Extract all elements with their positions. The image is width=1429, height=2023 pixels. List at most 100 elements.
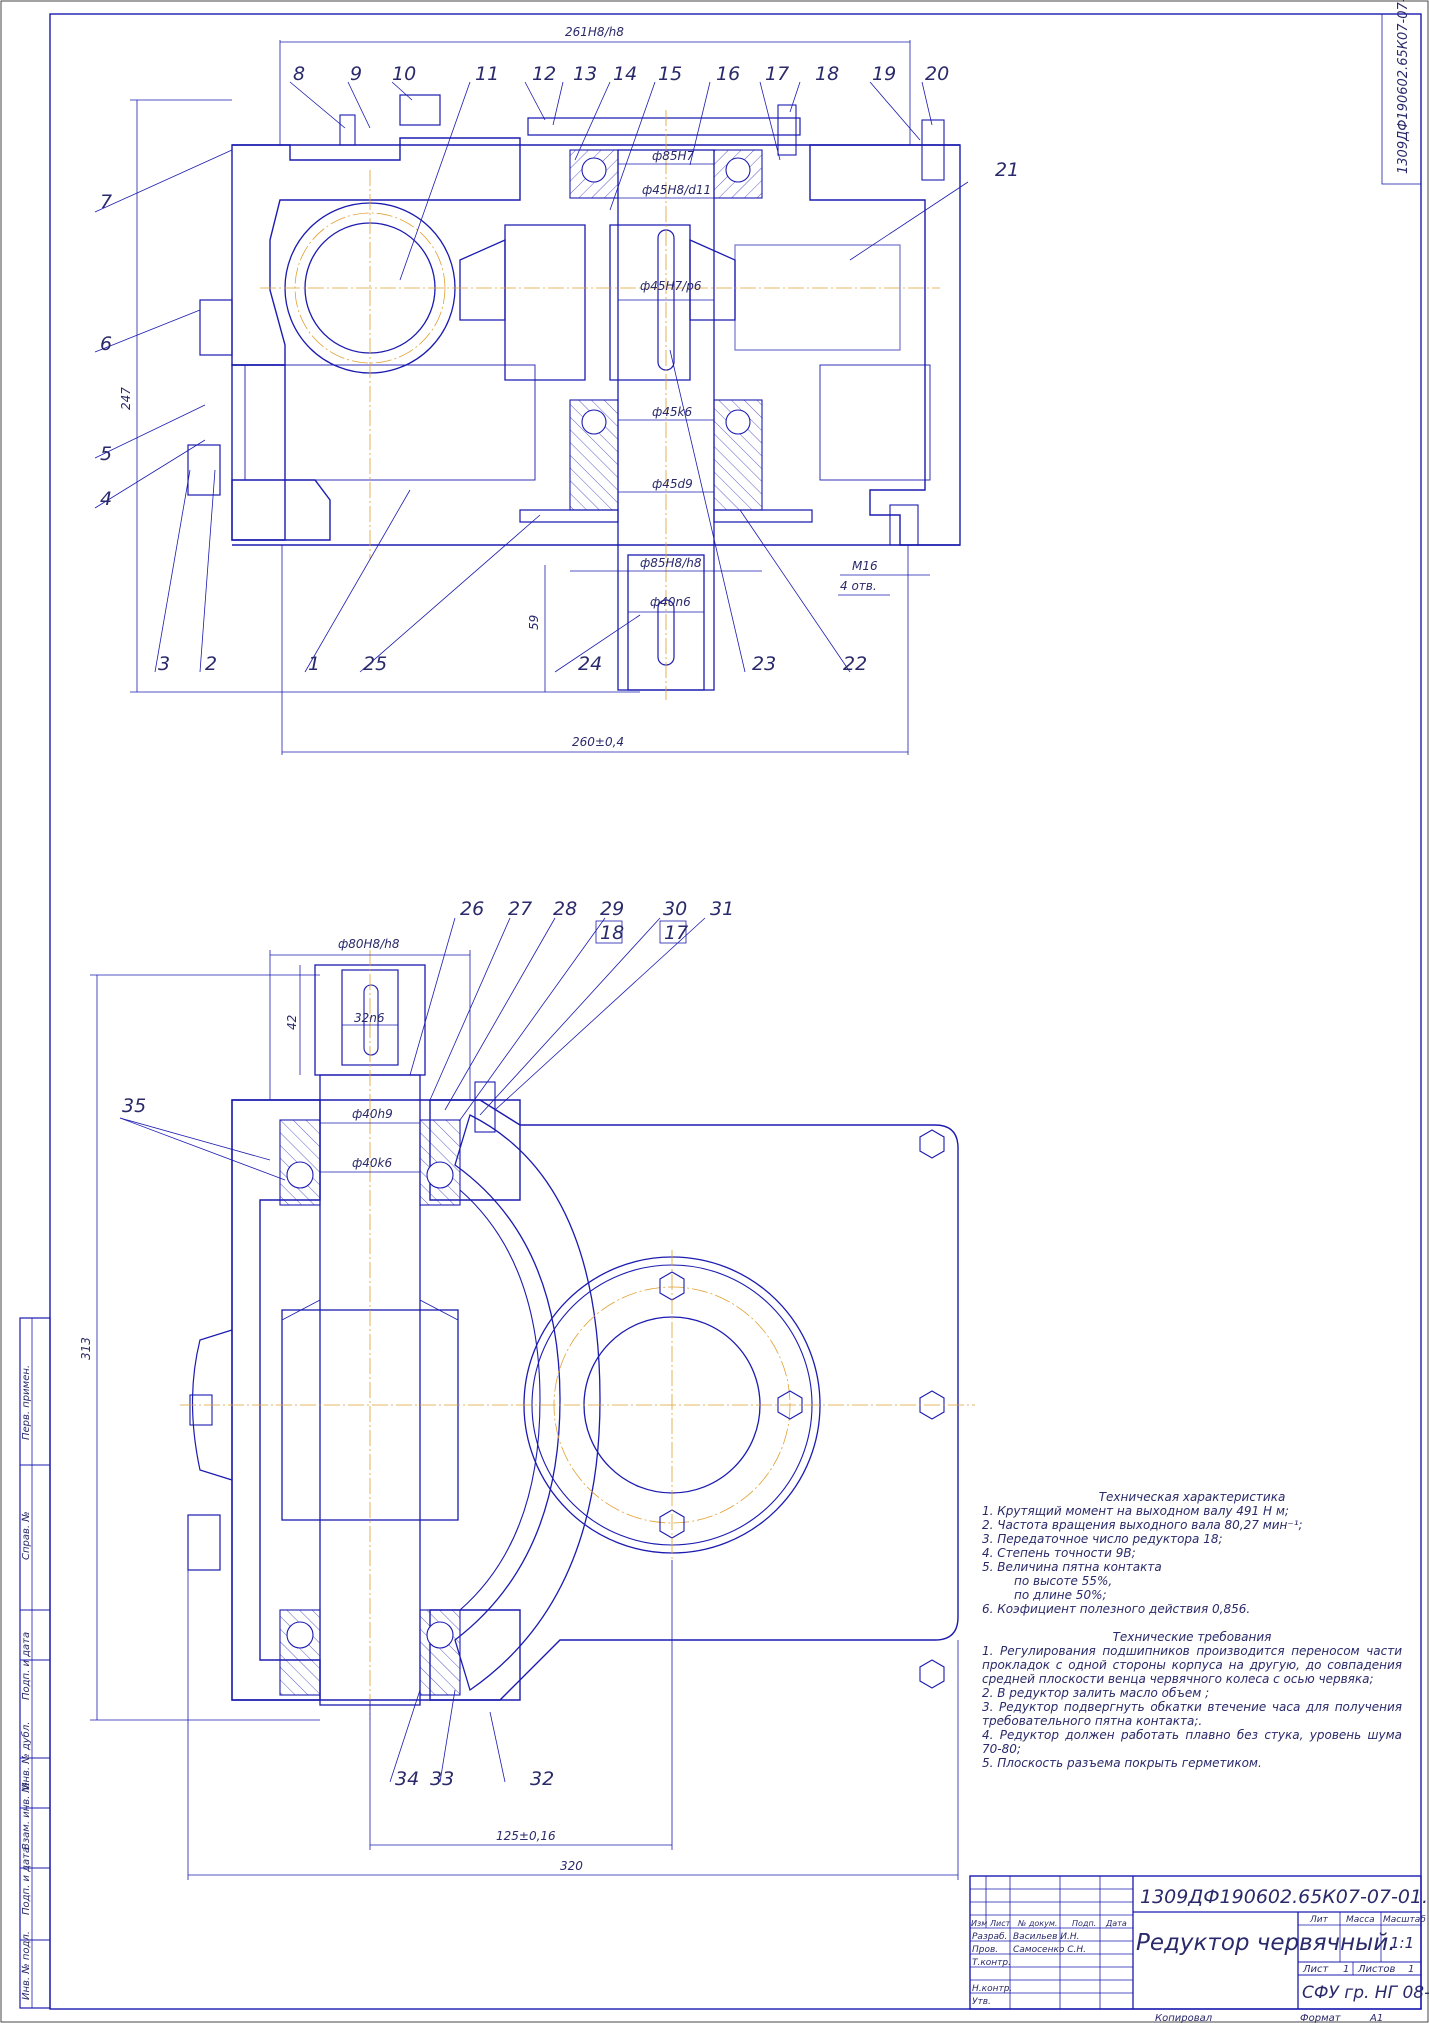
dim-42: 42 xyxy=(285,1015,299,1030)
pos-8: 8 xyxy=(293,63,305,85)
tb-drawing-title: Редуктор червячный. xyxy=(1136,1930,1396,1956)
stamp-repl-no: Взам. инв. № xyxy=(21,1782,32,1850)
pos-26: 26 xyxy=(460,898,484,920)
pos-27: 27 xyxy=(508,898,532,920)
dim-59: 59 xyxy=(527,615,541,630)
bottom-section-view xyxy=(180,950,975,1720)
dim-f45H8d11: ф45H8/d11 xyxy=(642,183,711,197)
char-6: 6. Коэфициент полезного действия 0,856. xyxy=(982,1602,1251,1616)
req-title: Технические требования xyxy=(1112,1630,1272,1644)
pos-33: 33 xyxy=(430,1768,454,1790)
tb-sheets-label: Листов xyxy=(1357,1964,1395,1975)
stamp-ref-no: Справ. № xyxy=(21,1511,32,1560)
tb-scale-value: 1:1 xyxy=(1390,1934,1414,1952)
dim-313: 313 xyxy=(79,1337,93,1360)
pos-9: 9 xyxy=(350,63,362,85)
tb-copied: Копировал xyxy=(1155,2013,1213,2023)
pos-13: 13 xyxy=(573,63,597,85)
pos-10: 10 xyxy=(392,63,416,85)
stamp-sign-date-2: Подп. и дата xyxy=(21,1847,32,1915)
tb-col-sheet: Лист xyxy=(989,1919,1011,1928)
dim-f40n6: ф40n6 xyxy=(650,595,691,609)
tb-name-check: Самосенко С.Н. xyxy=(1013,1945,1086,1955)
pos-18: 18 xyxy=(815,63,839,85)
dim-f40h9: ф40h9 xyxy=(352,1107,393,1121)
char-5: 5. Величина пятна контакта xyxy=(982,1560,1162,1574)
dim-f45k6: ф45k6 xyxy=(652,405,692,419)
technical-notes: Техническая характеристика 1. Крутящий м… xyxy=(982,1490,1402,1770)
tb-group: СФУ гр. НГ 08-03 xyxy=(1302,1983,1429,2003)
pos-21: 21 xyxy=(995,159,1019,181)
pos-28: 28 xyxy=(553,898,577,920)
pos-23: 23 xyxy=(752,653,776,675)
pos-19: 19 xyxy=(872,63,896,85)
req-2: 2. В редуктор залить масло объем ; xyxy=(982,1686,1210,1700)
pos-16: 16 xyxy=(716,63,740,85)
bottom-dimension-lines xyxy=(90,950,959,1880)
stamp-sign-date-1: Подп. и дата xyxy=(21,1632,32,1700)
tb-sheet-label: Лист xyxy=(1302,1964,1330,1975)
top-dimension-texts: 261H8/h8 247 260±0,4 59 ф85H7 ф45H8/d11 … xyxy=(119,25,878,749)
top-section-view xyxy=(187,94,961,700)
pos-31: 31 xyxy=(710,898,734,920)
dim-320: 320 xyxy=(560,1859,583,1873)
tb-col-change: Изм xyxy=(971,1919,987,1928)
tb-role-approve: Утв. xyxy=(972,1997,991,2007)
pos-14: 14 xyxy=(613,63,637,85)
pos-17: 17 xyxy=(765,63,789,85)
bottom-dimension-texts: ф80H8/h8 42 32n6 ф40h9 ф40k6 313 125±0,1… xyxy=(79,937,583,1873)
dim-f85H7: ф85H7 xyxy=(652,149,695,163)
pos-17-ref: 17 xyxy=(664,922,688,944)
rotated-code-box xyxy=(1381,13,1422,185)
tb-sheet-no: 1 xyxy=(1343,1964,1349,1975)
pos-29: 29 xyxy=(600,898,624,920)
bottom-position-numbers: 26 27 28 29 30 31 18 17 35 34 33 32 xyxy=(122,898,734,1790)
dim-261H8h8: 261H8/h8 xyxy=(565,25,624,39)
pos-7: 7 xyxy=(100,191,112,213)
top-position-numbers: 8 9 10 11 12 13 14 15 16 17 18 19 20 21 … xyxy=(100,63,1019,675)
pos-22: 22 xyxy=(843,653,867,675)
dim-f80H8h8: ф80H8/h8 xyxy=(338,937,400,951)
tb-role-dev: Разраб. xyxy=(972,1932,1007,1942)
pos-4: 4 xyxy=(100,488,112,510)
title-block: Изм Лист № докум. Подп. Дата Разраб. Про… xyxy=(969,1875,1429,2023)
tb-name-dev: Васильев И.Н. xyxy=(1013,1932,1079,1942)
side-stamp: Перв. примен. Справ. № Подп. и дата Инв.… xyxy=(19,1317,51,2009)
tb-drawing-code: 1309ДФ190602.65К07-07-01.02.00 СБ xyxy=(1140,1886,1429,1908)
pos-34: 34 xyxy=(395,1768,419,1790)
req-1: 1. Регулирования подшипников производитс… xyxy=(982,1644,1402,1686)
pos-24: 24 xyxy=(578,653,602,675)
tb-format-value: А1 xyxy=(1369,2013,1383,2023)
stamp-first-use: Перв. примен. xyxy=(21,1365,32,1440)
dim-125: 125±0,16 xyxy=(496,1829,556,1843)
pos-5: 5 xyxy=(100,443,112,465)
pos-6: 6 xyxy=(100,333,112,355)
pos-1: 1 xyxy=(308,653,320,675)
char-3: 3. Передаточное число редуктора 18; xyxy=(982,1532,1223,1546)
pos-25: 25 xyxy=(363,653,387,675)
dim-4-holes: 4 отв. xyxy=(840,579,877,593)
req-3: 3. Редуктор подвергнуть обкатки втечение… xyxy=(982,1700,1402,1728)
dim-260: 260±0,4 xyxy=(572,735,624,749)
pos-11: 11 xyxy=(475,63,499,85)
tb-col-sign: Подп. xyxy=(1072,1919,1096,1928)
tb-col-date: Дата xyxy=(1105,1919,1127,1928)
dim-f40k6: ф40k6 xyxy=(352,1156,392,1170)
tb-mass: Масса xyxy=(1346,1915,1375,1925)
top-leaders xyxy=(94,81,969,673)
stamp-dup-no: Инв. № дубл. xyxy=(20,1722,32,1790)
pos-12: 12 xyxy=(532,63,556,85)
tb-role-tcontrol: Т.контр. xyxy=(972,1958,1011,1968)
tb-col-doc: № докум. xyxy=(1017,1919,1057,1928)
pos-15: 15 xyxy=(658,63,682,85)
dim-f85H8h8: ф85H8/h8 xyxy=(640,556,702,570)
stamp-orig-no: Инв. № подл. xyxy=(21,1931,32,2000)
pos-18-ref: 18 xyxy=(600,922,624,944)
char-title: Техническая характеристика xyxy=(1098,1490,1286,1504)
req-5: 5. Плоскость разъема покрыть герметиком. xyxy=(982,1756,1262,1770)
pos-30: 30 xyxy=(663,898,687,920)
tb-role-ncontrol: Н.контр. xyxy=(972,1984,1012,1994)
char-5-length: по длине 50%; xyxy=(1014,1588,1107,1602)
